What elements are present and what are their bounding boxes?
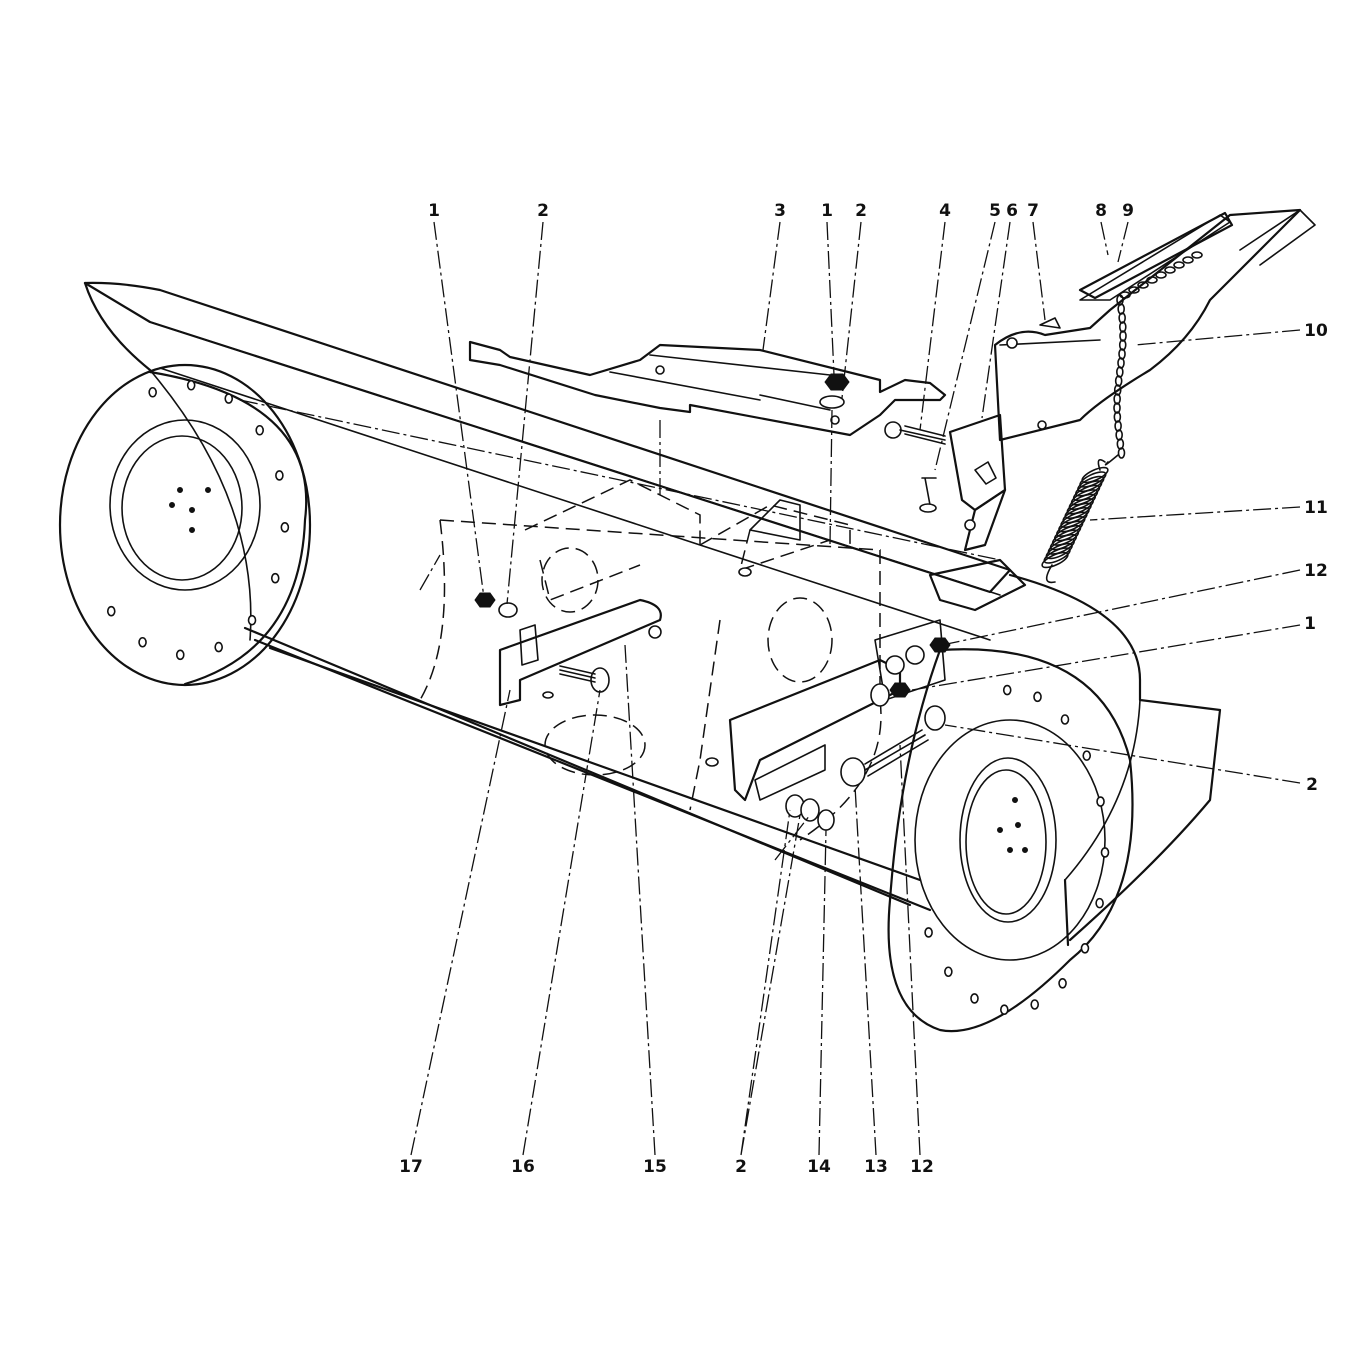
chain-link — [1113, 384, 1122, 396]
bolt-hole — [138, 636, 147, 648]
front-brackets — [498, 499, 1027, 802]
callout-top-9: 7 — [1027, 201, 1039, 221]
bolt-hole — [247, 614, 257, 626]
callout-right-1: 10 — [1304, 321, 1328, 341]
bolt-hole — [224, 393, 234, 404]
chain-link — [1119, 330, 1127, 342]
center-hole — [177, 487, 183, 493]
chain-link — [1117, 447, 1126, 459]
bolt-hole — [1033, 691, 1042, 703]
callout-top-6: 4 — [939, 201, 951, 221]
chain-link — [1146, 276, 1158, 284]
chain-link — [1113, 393, 1121, 405]
bolt-hole — [970, 993, 979, 1004]
chain-link — [1119, 291, 1131, 299]
center-hole — [169, 502, 175, 508]
bolt-hole — [275, 470, 284, 481]
center-hole — [1012, 797, 1018, 803]
bolt-hole — [1000, 1004, 1009, 1016]
hardware — [474, 373, 951, 831]
hidden-mounting-brackets — [419, 479, 882, 841]
bolt-hole — [1095, 897, 1104, 909]
chain-link — [1173, 261, 1185, 269]
callout-bottom-1: 17 — [399, 1157, 423, 1177]
chain-link — [1137, 281, 1149, 289]
spring-coil — [1041, 551, 1069, 569]
center-hole — [205, 487, 211, 493]
chain-link — [1118, 339, 1127, 351]
callout-top-2: 2 — [537, 201, 549, 221]
callout-right-5: 2 — [1306, 775, 1318, 795]
callout-bottom-3: 15 — [643, 1157, 667, 1177]
chain-link — [1191, 251, 1203, 259]
blade-assembly — [83, 281, 1222, 947]
bolt-hole — [944, 966, 953, 978]
top-mounting-plate — [468, 340, 947, 437]
callout-top-5: 2 — [855, 201, 867, 221]
bolt-hole — [175, 649, 185, 661]
chain-link — [1182, 256, 1194, 264]
bolt-hole — [1100, 847, 1110, 858]
bolt-hole — [270, 572, 280, 584]
callout-bottom-6: 13 — [864, 1157, 888, 1177]
bolt-hole — [280, 522, 290, 533]
chain-link — [1128, 286, 1140, 294]
chain-link — [1155, 271, 1167, 279]
callout-top-11: 9 — [1122, 201, 1134, 221]
callout-labels: 1 2 3 1 2 4 5 6 7 8 9 10 11 12 1 2 17 16… — [399, 201, 1328, 1177]
hitch-frame — [993, 208, 1316, 442]
chain-link — [1164, 266, 1176, 274]
bolt-hole — [1082, 750, 1092, 761]
callout-top-3: 3 — [774, 201, 786, 221]
chain-hook — [1104, 454, 1119, 466]
bolt-hole — [1096, 796, 1105, 807]
bolt-hole — [186, 379, 196, 391]
chain-link — [1118, 312, 1126, 324]
callout-bottom-5: 14 — [807, 1157, 831, 1177]
bolt-hole — [1058, 977, 1067, 989]
bolt-hole — [1060, 714, 1070, 725]
callout-bottom-2: 16 — [511, 1157, 535, 1177]
callout-top-8: 6 — [1006, 201, 1018, 221]
chain-link — [1118, 321, 1127, 333]
spring-hook-bottom — [1045, 564, 1056, 584]
chain-link — [1113, 411, 1122, 423]
lift-chain — [1104, 251, 1203, 466]
callout-right-2: 11 — [1304, 498, 1328, 518]
callout-right-4: 1 — [1304, 614, 1316, 634]
leader-lines — [239, 221, 1301, 1156]
chain-link — [1113, 402, 1121, 414]
bolt-hole — [924, 927, 933, 938]
left-end-plate — [58, 363, 312, 687]
center-hole — [1007, 847, 1013, 853]
center-hole — [1022, 847, 1028, 853]
bolt-hole — [255, 424, 264, 436]
center-hole — [1015, 822, 1021, 828]
bolt-hole — [148, 386, 157, 398]
bolt-hole — [214, 641, 223, 653]
center-hole — [189, 507, 195, 513]
extension-spring — [1041, 459, 1109, 584]
callout-bottom-4: 2 — [735, 1157, 747, 1177]
bolt-hole — [106, 605, 116, 617]
bolt-hole — [1030, 999, 1040, 1010]
callout-right-3: 12 — [1304, 561, 1328, 581]
lift-bracket — [948, 413, 1007, 552]
callout-top-10: 8 — [1095, 201, 1107, 221]
center-hole — [189, 527, 195, 533]
bolt-hole — [1080, 942, 1090, 954]
right-end-plate — [887, 648, 1134, 1033]
callout-top-1: 1 — [428, 201, 440, 221]
bolt-hole — [1002, 684, 1012, 696]
callout-bottom-7: 12 — [910, 1157, 934, 1177]
callout-top-7: 5 — [989, 201, 1001, 221]
callout-top-4: 1 — [821, 201, 833, 221]
center-hole — [997, 827, 1003, 833]
